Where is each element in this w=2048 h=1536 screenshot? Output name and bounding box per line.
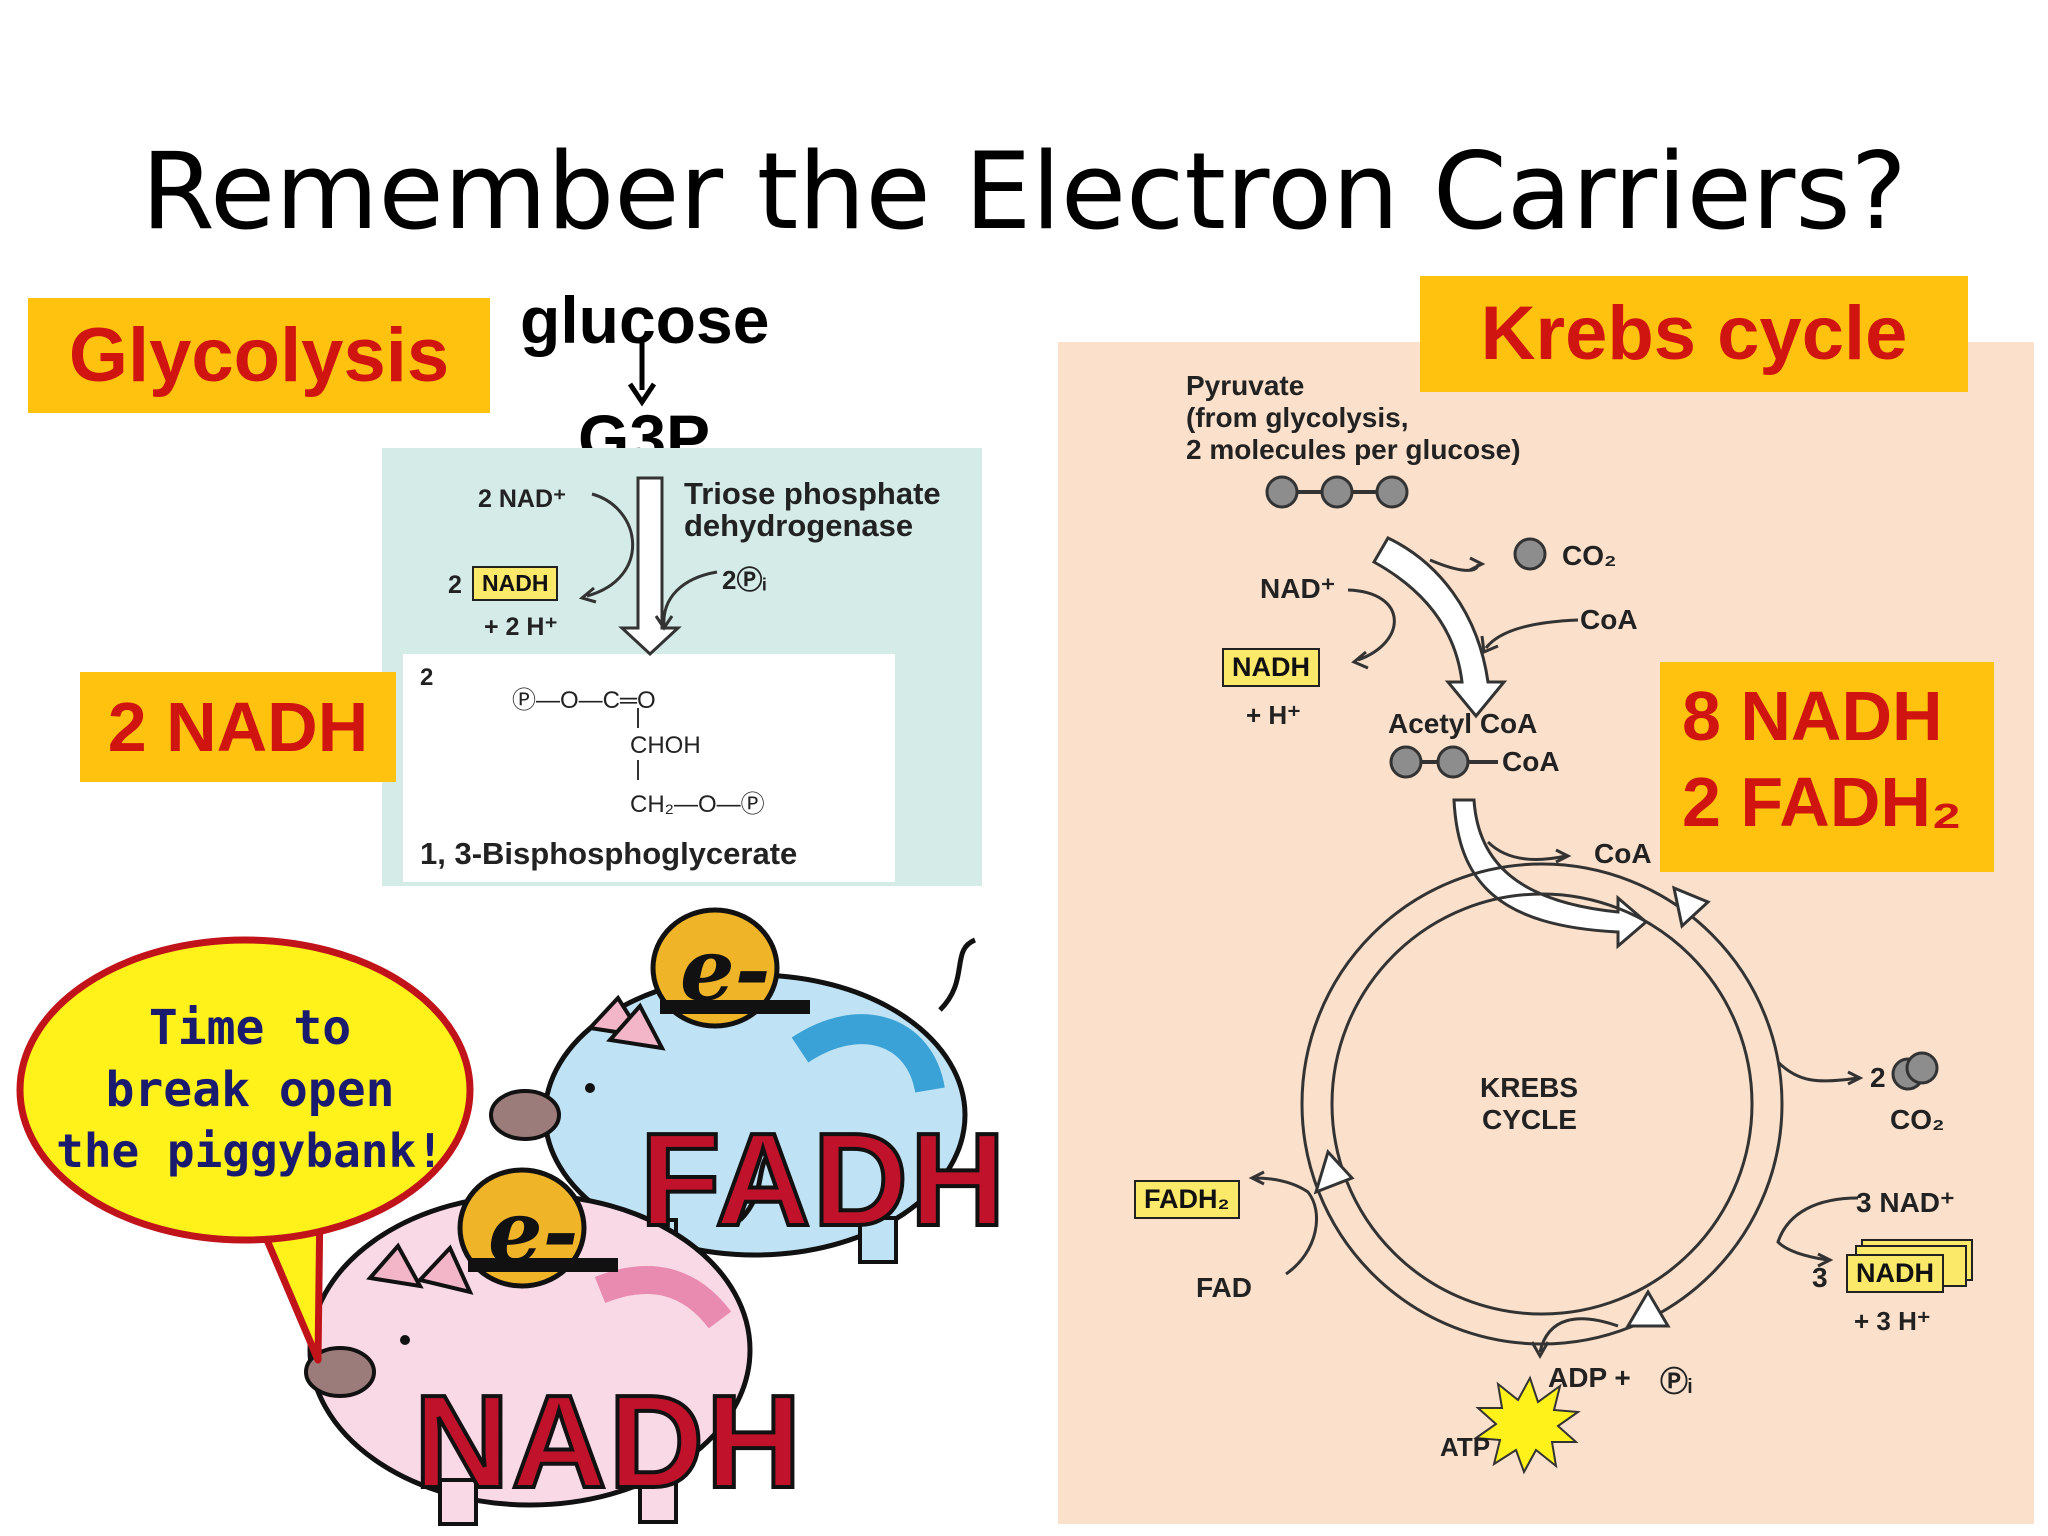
h-plus-label: + 2 H⁺ [484, 613, 558, 641]
nadh-coef: 2 [448, 571, 462, 599]
krebs-h-plus: + H⁺ [1246, 700, 1301, 730]
bubble-line-3: the piggybank! [56, 1124, 444, 1178]
krebs-nadh-badge: NADH [1222, 648, 1320, 687]
structure-line-1: Ⓟ—O—C═O [512, 687, 656, 714]
acetyl-coa-molecule [1389, 745, 1498, 779]
piggybank-illustration [16, 907, 977, 1526]
bubble-line-1: Time to [148, 1000, 352, 1056]
h3-plus-label: + 3 H⁺ [1854, 1306, 1931, 1336]
atp-burst [1473, 1375, 1581, 1475]
pink-coin-label: e- [488, 1182, 579, 1283]
krebs-yield-box: 8 NADH 2 FADH₂ [1660, 662, 1994, 872]
cycle-label-2: CYCLE [1482, 1104, 1577, 1135]
krebs-yield-2: 2 FADH₂ [1682, 763, 1963, 841]
glycolysis-arrows [578, 476, 718, 657]
pi-label: 2Ⓟᵢ [722, 565, 767, 595]
blue-pig-coin [650, 907, 810, 1029]
nadh-pig-label: NADH [412, 1366, 804, 1517]
speech-bubble [16, 936, 474, 1364]
coa-in-label: CoA [1580, 604, 1638, 635]
pyruvate-line-3: 2 molecules per glucose) [1186, 434, 1521, 465]
product-coef: 2 [420, 664, 434, 691]
glycolysis-label-box: Glycolysis [28, 298, 490, 413]
product-name: 1, 3-Bisphosphoglycerate [420, 836, 798, 871]
krebs-graphics [1248, 475, 1973, 1475]
atp-label: ATP [1440, 1432, 1491, 1462]
glucose-arrow [627, 340, 657, 407]
krebs-label-box: Krebs cycle [1420, 276, 1968, 392]
krebs-pi-label: Ⓟᵢ [1660, 1366, 1692, 1397]
nad-in-label: 2 NAD⁺ [478, 485, 567, 513]
nadh3-coef: 3 [1812, 1262, 1828, 1293]
glycolysis-label: Glycolysis [68, 313, 450, 398]
structure-line-3: CH₂—O—Ⓟ [630, 791, 765, 818]
blue-coin-label: e- [680, 920, 771, 1021]
glucose-label: glucose [520, 283, 770, 357]
fad-label: FAD [1196, 1272, 1252, 1303]
product-box [403, 654, 895, 882]
pyruvate-arrow [1371, 536, 1508, 719]
enzyme-label-2: dehydrogenase [684, 508, 914, 543]
glycolysis-yield-box: 2 NADH [80, 672, 396, 782]
structure-bonds [637, 708, 639, 780]
pyruvate-molecule [1265, 475, 1409, 509]
cycle-label-1: KREBS [1480, 1072, 1579, 1103]
nadh-badge: NADH [472, 566, 559, 601]
bubble-line-2: break open [105, 1062, 395, 1118]
fadh2-badge: FADH₂ [1134, 1180, 1240, 1219]
enzyme-label-1: Triose phosphate [684, 476, 941, 511]
adp-label: ADP + [1548, 1362, 1631, 1393]
krebs-yield-1: 8 NADH [1682, 677, 1943, 755]
co2-out-label: CO₂ [1890, 1104, 1945, 1135]
nadh3-badge: NADH [1846, 1254, 1944, 1293]
acetyl-arrow [1452, 798, 1649, 950]
fadh-pig-label: FADH [638, 1104, 1008, 1255]
krebs-label: Krebs cycle [1480, 291, 1908, 376]
co2-coef: 2 [1870, 1062, 1886, 1093]
structure-line-2: CHOH [630, 732, 701, 759]
acetyl-coa-tag: CoA [1502, 746, 1560, 777]
pyruvate-line-2: (from glycolysis, [1186, 402, 1409, 433]
co2-label-1: CO₂ [1562, 540, 1617, 571]
coa-out-label: CoA [1594, 838, 1652, 869]
slide-title: Remember the Electron Carriers? [141, 130, 1907, 253]
nad3-label: 3 NAD⁺ [1856, 1187, 1955, 1218]
glycolysis-yield: 2 NADH [107, 688, 369, 766]
main-down-arrow [618, 476, 682, 657]
nad-label: NAD⁺ [1260, 573, 1336, 604]
krebs-panel [1058, 342, 2034, 1524]
pyruvate-line-1: Pyruvate [1186, 370, 1305, 401]
acetyl-coa-label: Acetyl CoA [1388, 708, 1538, 739]
pink-pig-coin [457, 1167, 618, 1289]
